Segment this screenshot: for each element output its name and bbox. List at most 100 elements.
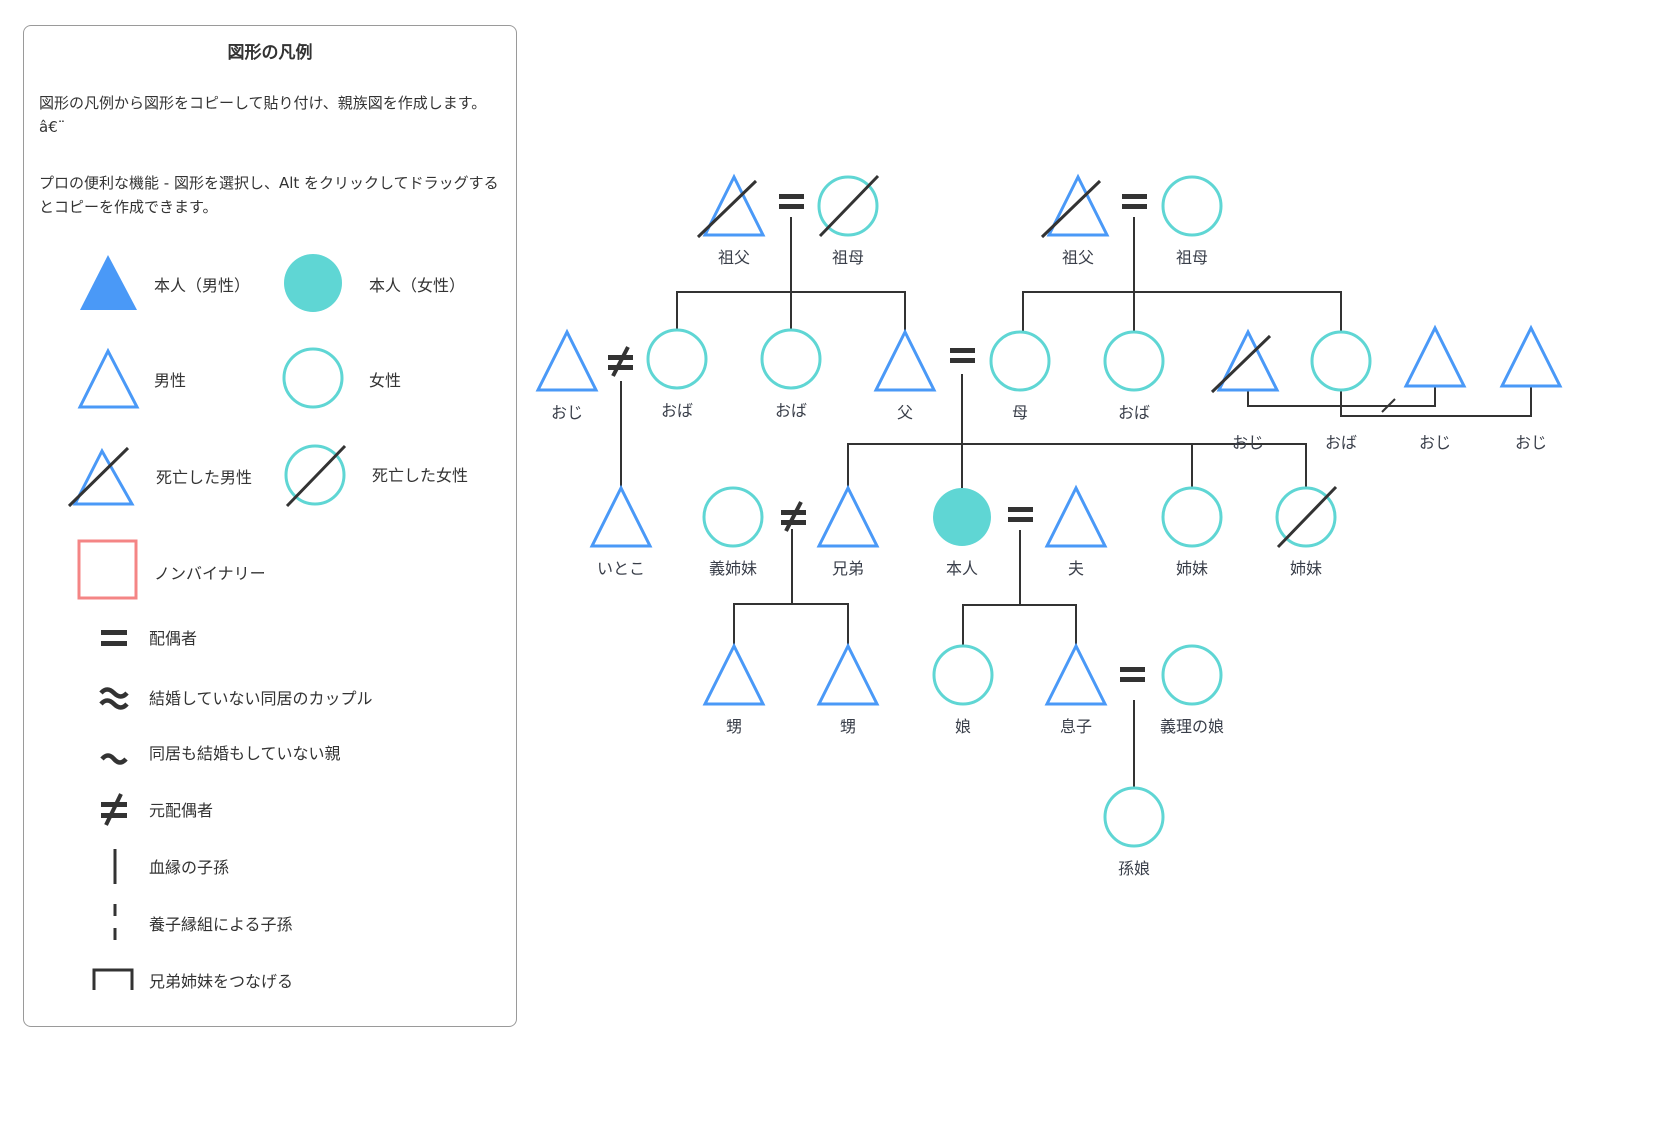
person-nephew2[interactable] bbox=[816, 642, 880, 706]
person-sister1[interactable] bbox=[1161, 486, 1223, 548]
person-label: 甥 bbox=[839, 717, 857, 736]
person-brother[interactable] bbox=[816, 484, 880, 548]
male-icon bbox=[816, 642, 880, 706]
person-husband[interactable] bbox=[1044, 484, 1108, 548]
self-female-icon bbox=[933, 488, 991, 546]
person-label: おじ bbox=[550, 403, 584, 422]
male-icon bbox=[873, 328, 937, 392]
person-label: おじ bbox=[1418, 433, 1452, 452]
crossed-circle-icon[interactable] bbox=[284, 444, 347, 508]
person-pgm[interactable] bbox=[817, 174, 880, 238]
person-label: おば bbox=[1117, 403, 1151, 422]
legend-label: 血縁の子孫 bbox=[149, 858, 230, 877]
female-icon bbox=[1161, 644, 1223, 706]
square-icon[interactable] bbox=[77, 539, 138, 600]
ex-spouse-not-equal-icon bbox=[608, 346, 633, 377]
person-granddaughter[interactable] bbox=[1103, 786, 1165, 848]
connector-line bbox=[733, 603, 849, 646]
circle-icon[interactable] bbox=[282, 347, 344, 409]
person-sil[interactable] bbox=[702, 486, 764, 548]
person-label: 義姉妹 bbox=[708, 559, 758, 578]
male-icon bbox=[1044, 484, 1108, 548]
spouse-equals-icon bbox=[1008, 507, 1033, 522]
legend-label: 死亡した女性 bbox=[372, 466, 469, 485]
person-mgm[interactable] bbox=[1161, 175, 1223, 237]
spouse-equals-icon bbox=[1120, 667, 1145, 682]
legend-label: ノンバイナリー bbox=[154, 564, 266, 583]
spouse-equals-icon bbox=[779, 194, 804, 209]
person-aunt2[interactable] bbox=[760, 328, 822, 390]
male-icon bbox=[702, 642, 766, 706]
approx-icon[interactable] bbox=[99, 687, 129, 710]
legend-panel: 図形の凡例 図形の凡例から図形をコピーして貼り付け、親族図を作成します。â€¨ … bbox=[23, 25, 517, 1027]
deceased-male-icon bbox=[702, 173, 766, 237]
tilde-icon[interactable] bbox=[100, 753, 128, 765]
connector-line bbox=[1340, 386, 1532, 417]
person-aunt4[interactable] bbox=[1310, 330, 1372, 392]
crossed-triangle-icon[interactable] bbox=[67, 446, 135, 508]
person-mgf[interactable] bbox=[1040, 173, 1110, 239]
person-uncle4[interactable] bbox=[1499, 324, 1563, 388]
spouse-equals-icon bbox=[1122, 194, 1147, 209]
male-icon bbox=[589, 484, 653, 548]
deceased-slash bbox=[696, 179, 758, 239]
person-mother[interactable] bbox=[989, 330, 1051, 392]
person-label: 義理の娘 bbox=[1159, 717, 1225, 736]
person-dil[interactable] bbox=[1161, 644, 1223, 706]
person-label: 祖父 bbox=[1061, 248, 1095, 267]
person-cousin[interactable] bbox=[589, 484, 653, 548]
person-sister2[interactable] bbox=[1275, 485, 1338, 549]
person-label: 姉妹 bbox=[1289, 559, 1323, 578]
person-label: 孫娘 bbox=[1117, 859, 1151, 878]
person-label: 兄弟 bbox=[831, 559, 865, 578]
legend-label: 女性 bbox=[369, 371, 402, 390]
legend-title: 図形の凡例 bbox=[227, 43, 313, 63]
male-icon bbox=[1044, 642, 1108, 706]
person-daughter[interactable] bbox=[932, 644, 994, 706]
female-icon bbox=[1161, 486, 1223, 548]
person-uncle1[interactable] bbox=[535, 328, 599, 392]
legend-label: 兄弟姉妹をつなげる bbox=[149, 972, 294, 991]
person-uncle3[interactable] bbox=[1403, 324, 1467, 388]
sibling-bracket-icon[interactable] bbox=[92, 968, 134, 990]
equals-icon[interactable] bbox=[101, 630, 127, 646]
ex-spouse-not-equal-icon bbox=[781, 501, 806, 532]
legend-label: 養子縁組による子孫 bbox=[149, 915, 293, 934]
person-father[interactable] bbox=[873, 328, 937, 392]
triangle-icon[interactable] bbox=[77, 347, 140, 409]
connector-line bbox=[847, 443, 1307, 488]
person-son[interactable] bbox=[1044, 642, 1108, 706]
female-icon bbox=[760, 328, 822, 390]
legend-label: 結婚していない同居のカップル bbox=[149, 689, 373, 708]
legend-description: 図形の凡例から図形をコピーして貼り付け、親族図を作成します。â€¨ bbox=[39, 94, 487, 136]
person-pgf[interactable] bbox=[696, 173, 766, 239]
person-label: おば bbox=[1324, 433, 1358, 452]
person-uncle2[interactable] bbox=[1210, 328, 1280, 394]
person-label: 姉妹 bbox=[1175, 559, 1209, 578]
legend-tip: プロの便利な機能 - 図形を選択し、Alt をクリックしてドラッグするとコピーを… bbox=[39, 174, 499, 216]
person-label: おば bbox=[774, 401, 808, 420]
person-label: いとこ bbox=[596, 559, 646, 578]
person-aunt1[interactable] bbox=[646, 328, 708, 390]
person-label: 祖父 bbox=[717, 248, 751, 267]
legend-label: 本人（女性） bbox=[369, 276, 466, 295]
connector-line bbox=[962, 604, 1077, 646]
person-label: おじ bbox=[1514, 433, 1548, 452]
legend-label: 本人（男性） bbox=[154, 276, 251, 295]
male-icon bbox=[535, 328, 599, 392]
not-equal-icon[interactable] bbox=[101, 793, 127, 826]
person-label: 祖母 bbox=[831, 248, 865, 267]
filled-triangle-icon[interactable] bbox=[80, 255, 137, 310]
person-label: 息子 bbox=[1059, 717, 1093, 736]
male-icon bbox=[1403, 324, 1467, 388]
legend-shapes bbox=[67, 254, 347, 990]
legend-label: 元配偶者 bbox=[149, 801, 214, 820]
filled-circle-icon[interactable] bbox=[284, 254, 342, 312]
person-self[interactable] bbox=[933, 488, 991, 546]
person-aunt3[interactable] bbox=[1103, 330, 1165, 392]
person-nephew1[interactable] bbox=[702, 642, 766, 706]
person-label: 父 bbox=[896, 403, 914, 422]
female-icon bbox=[1161, 175, 1223, 237]
deceased-slash bbox=[818, 174, 880, 238]
